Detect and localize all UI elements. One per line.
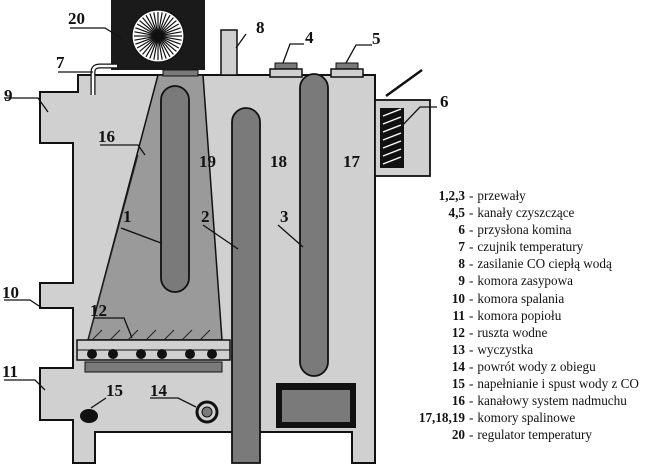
legend-text: komora spalania [477,290,565,306]
leader-lines [4,27,437,409]
legend-text: komory spalinowe [477,410,576,426]
legend-separator: - [469,239,474,255]
legend-separator: - [469,273,474,289]
legend-row: 15-napełnianie i spust wody z CO [392,375,660,392]
grate-hatching [91,329,211,341]
legend-text: przysłona komina [477,222,572,238]
callout-6: 6 [440,92,449,111]
legend-text: zasilanie CO ciepłą wodą [477,256,612,272]
callout-14: 14 [150,381,168,400]
callout-20: 20 [68,9,85,28]
callout-4: 4 [305,28,314,47]
legend-row: 12-ruszta wodne [392,324,660,341]
callout-2: 2 [201,207,210,226]
fan-icon [131,9,185,63]
legend-text: kanałowy system nadmuchu [477,393,627,409]
cleanout-port-4 [269,62,303,78]
legend-key: 15 [451,376,465,392]
legend-key: 10 [451,290,465,306]
legend-row: 1,2,3-przewały [392,187,660,204]
legend-separator: - [469,256,474,272]
legend-separator: - [469,358,474,374]
legend-separator: - [469,205,474,221]
legend-row: 11-komora popiołu [392,307,660,324]
callout-7: 7 [56,53,65,72]
callout-11: 11 [2,362,18,381]
legend-text: czujnik temperatury [477,239,584,255]
legend-separator: - [469,307,474,323]
legend-row: 6-przysłona komina [392,221,660,238]
legend-text: wyczystka [477,341,534,357]
legend-separator: - [469,410,474,426]
callout-15: 15 [106,381,123,400]
legend-key: 4,5 [448,205,465,221]
flue-channel-2 [231,107,261,464]
legend-row: 7-czujnik temperatury [392,238,660,255]
cleanout-port-5 [330,62,364,78]
legend-row: 20-regulator temperatury [392,426,660,443]
grate-tubes [87,349,217,359]
damper-handle [385,68,423,98]
legend-separator: - [469,324,474,340]
legend-key: 16 [451,393,465,409]
callout-10: 10 [2,283,19,302]
legend-row: 8-zasilanie CO ciepłą wodą [392,255,660,272]
legend-row: 17,18,19-komory spalinowe [392,409,660,426]
legend-key: 14 [451,358,465,374]
legend-row: 13-wyczystka [392,341,660,358]
legend-key: 11 [452,307,465,323]
supply-pipe [220,29,238,76]
legend-key: 17,18,19 [418,410,465,426]
legend-separator: - [469,427,474,443]
legend-key: 1,2,3 [438,188,465,203]
fill-drain-port [80,409,98,423]
legend-row: 4,5-kanały czyszczące [392,204,660,221]
callout-19: 19 [199,152,216,171]
legend-key: 6 [458,222,465,238]
callout-17: 17 [343,152,361,171]
flue-tube-3 [299,73,329,377]
legend-separator: - [469,222,474,238]
legend-text: regulator temperatury [477,427,593,443]
legend-separator: - [469,393,474,409]
callout-5: 5 [372,29,381,48]
callout-9: 9 [4,86,13,105]
legend-row: 10-komora spalania [392,290,660,307]
callout-16: 16 [98,127,115,146]
callout-18: 18 [270,152,287,171]
legend-row: 14-powrót wody z obiegu [392,358,660,375]
legend-separator: - [469,376,474,392]
callout-1: 1 [123,207,132,226]
air-channel-line [87,154,139,341]
callout-8: 8 [256,18,265,37]
legend-text: ruszta wodne [477,324,548,340]
legend-key: 7 [458,239,465,255]
legend-key: 12 [451,324,465,340]
legend-separator: - [469,341,474,357]
callout-3: 3 [280,207,289,226]
legend-key: 13 [451,341,465,357]
legend-text: komora popiołu [477,307,562,323]
callout-12: 12 [90,301,107,320]
legend-text: przewały [477,188,526,203]
legend-key: 20 [451,427,465,443]
legend-text: komora zasypowa [477,273,573,289]
legend-text: kanały czyszczące [477,205,575,221]
ash-pan [84,361,223,373]
legend-key: 9 [458,273,465,289]
legend-text: powrót wody z obiegu [477,358,596,374]
flue-tube-1 [160,85,190,293]
legend-key: 8 [458,256,465,272]
legend-text: napełnianie i spust wody z CO [477,376,639,392]
legend-row: 16-kanałowy system nadmuchu [392,392,660,409]
legend-row: 9-komora zasypowa [392,272,660,289]
legend-separator: - [469,188,474,203]
legend-separator: - [469,290,474,306]
